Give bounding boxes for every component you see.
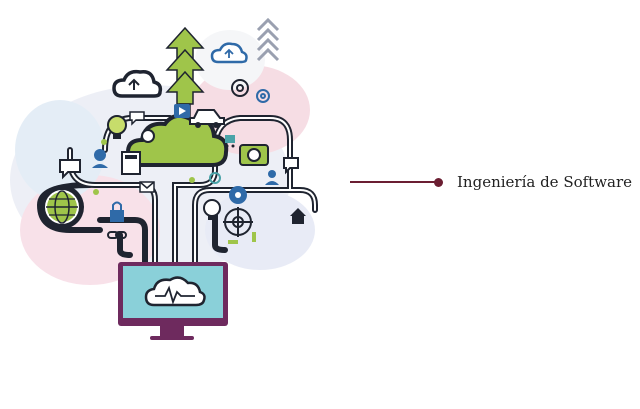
- caption-title: Ingeniería de Software: [457, 173, 633, 191]
- lightbulb-icon: [203, 199, 221, 220]
- lock-icon: [110, 201, 124, 222]
- calculator-icon: [121, 151, 141, 175]
- green-accent-marks: [93, 139, 256, 244]
- globe-icon: [40, 185, 84, 229]
- user-icon: [265, 170, 279, 185]
- lightbulb-icon: [107, 115, 127, 139]
- cloud-upload-icon: [112, 69, 163, 98]
- link-icon: [107, 231, 127, 239]
- headset-icon: [92, 149, 108, 168]
- heartbeat-icon: [155, 285, 195, 305]
- gear-icon: [223, 207, 253, 237]
- gear-icon: [256, 89, 270, 103]
- grey-arrows-icon: [256, 17, 280, 62]
- cart-icon: [225, 135, 235, 148]
- camera-icon: [239, 144, 269, 166]
- chat-bubble-icon: [283, 157, 299, 175]
- play-icon: [174, 104, 190, 118]
- caption: Ingeniería de Software: [350, 170, 632, 194]
- gear-icon: [231, 79, 249, 97]
- caption-line: [350, 181, 436, 183]
- coin-icon: [141, 129, 155, 143]
- home-icon: [290, 208, 306, 224]
- chat-bubble-icon: [59, 159, 81, 180]
- car-icon: [189, 109, 225, 128]
- caption-dot: [434, 177, 443, 187]
- gear-icon: [209, 172, 221, 184]
- cloud-upload-small-icon: [210, 42, 248, 64]
- envelope-icon: [139, 181, 155, 193]
- tech-tree-illustration: [10, 17, 318, 340]
- chat-bubble-icon: [129, 111, 145, 126]
- cloud-icon: [144, 276, 206, 307]
- film-reel-icon: [229, 186, 247, 204]
